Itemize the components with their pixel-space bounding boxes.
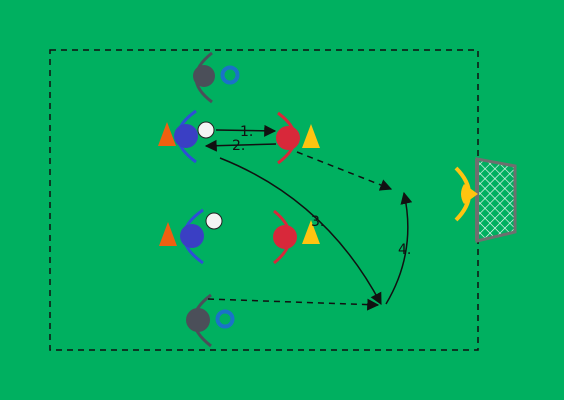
cone-icon (302, 220, 320, 244)
blue-player-bottom (159, 208, 223, 265)
run-4-arrow (385, 191, 413, 305)
pass-2-arrow (204, 139, 277, 152)
dashed-run-bottom (207, 298, 380, 311)
step-label-4: 4. (398, 242, 411, 258)
cone-icon (302, 124, 320, 148)
red-player-top (276, 111, 320, 165)
cone-icon (158, 122, 176, 146)
dashed-run-top (296, 151, 393, 191)
grey-player-top (193, 51, 240, 104)
goalkeeper-icon (454, 166, 478, 222)
ring-marker-icon (215, 309, 235, 329)
step-label-2: 2. (232, 138, 245, 154)
run-3-arrow (219, 157, 382, 306)
pass-1-arrow (215, 124, 277, 137)
ball-icon (197, 121, 215, 139)
step-label-1: 1. (240, 124, 253, 140)
step-label-3: 3. (311, 214, 324, 230)
ball-icon (205, 212, 223, 230)
blue-player-top (158, 109, 215, 164)
red-player-bottom (273, 209, 320, 265)
cone-icon (159, 222, 177, 246)
grey-player-bottom (186, 293, 235, 348)
field-boundary (49, 49, 479, 351)
ring-marker-icon (220, 65, 240, 85)
goal-icon (475, 157, 517, 243)
